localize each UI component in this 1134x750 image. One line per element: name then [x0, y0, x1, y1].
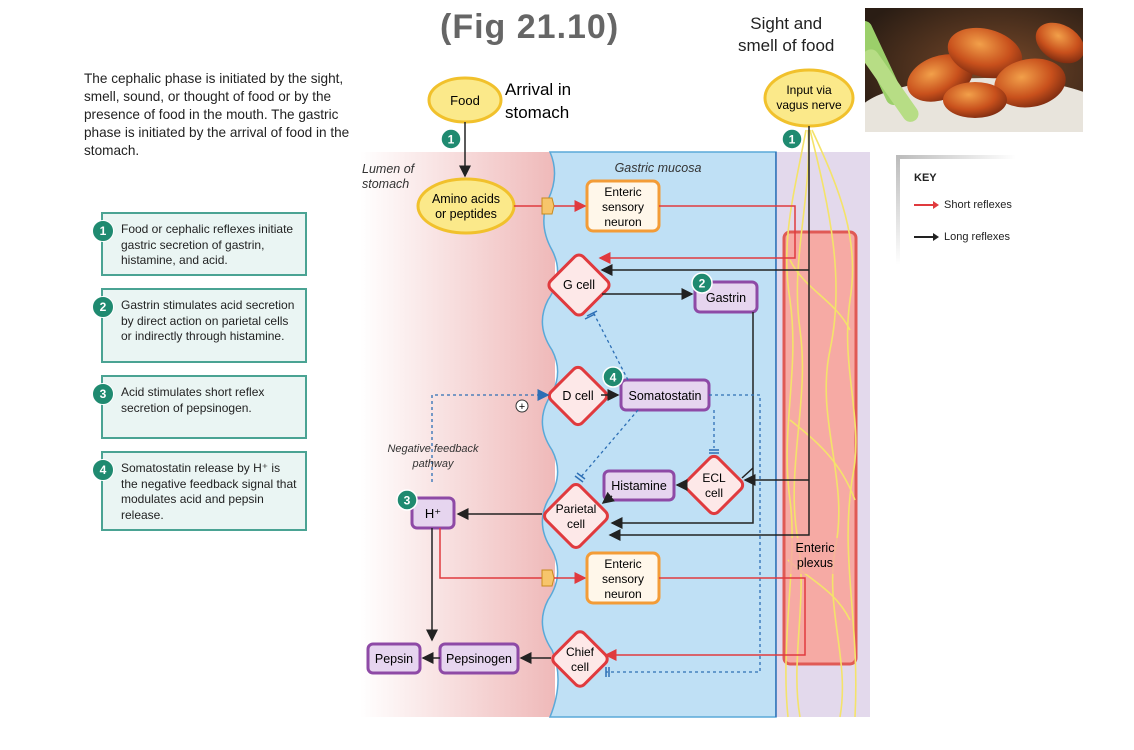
step-number-badge: 3 — [92, 383, 114, 405]
key-divider-vertical — [896, 155, 900, 265]
vagus-label-2: vagus nerve — [776, 98, 842, 112]
svg-text:1: 1 — [448, 133, 455, 147]
plus-symbol-circle — [515, 399, 529, 413]
step-text: Somatostatin release by H⁺ is the negati… — [121, 461, 297, 522]
lumen-label-1: Lumen of — [362, 162, 416, 176]
hplus-box — [410, 496, 456, 530]
key-row-long: Long reflexes — [914, 231, 1010, 243]
step-box-2: 2 Gastrin stimulates acid secretion by d… — [92, 288, 307, 363]
hplus-label: H⁺ — [425, 506, 441, 521]
badge-3-hplus: 3 — [396, 489, 418, 511]
enteric2-label-2: sensory — [602, 572, 644, 586]
amino-label-1: Amino acids — [432, 192, 500, 206]
key-divider — [896, 155, 1016, 159]
neg-feedback-label-2: pathway — [412, 458, 455, 470]
step-box-3: 3 Acid stimulates short reflex secretion… — [92, 375, 307, 439]
food-label: Food — [450, 93, 480, 108]
parietal-label-2: cell — [567, 517, 585, 531]
sight-line-2: smell of food — [738, 36, 835, 55]
gastrin-label: Gastrin — [706, 291, 746, 305]
g-cell-label: G cell — [563, 278, 595, 292]
d-cell-label: D cell — [562, 389, 593, 403]
plexus-label-bg — [789, 538, 841, 574]
badge-1-vagus: 1 — [781, 128, 803, 150]
food-photo-illustration — [865, 8, 1083, 132]
plus-symbol: + — [519, 401, 525, 413]
amino-acids-ellipse — [416, 177, 516, 235]
key-short-label: Short reflexes — [944, 199, 1012, 211]
step-text: Acid stimulates short reflex secretion o… — [121, 385, 265, 415]
key-title: KEY — [914, 172, 937, 184]
key-long-label: Long reflexes — [944, 231, 1011, 243]
step-number-badge: 1 — [92, 220, 114, 242]
step-number-badge: 4 — [92, 459, 114, 481]
gastrin-to-ecl-branch — [741, 467, 754, 479]
chief-cell-diamond — [551, 630, 609, 688]
svg-text:1: 1 — [789, 133, 796, 147]
intro-paragraph: The cephalic phase is initiated by the s… — [84, 71, 350, 158]
short-reflex-to-chief — [604, 577, 806, 661]
lumen-label-2: stomach — [362, 177, 409, 191]
hplus-to-receptor-line — [439, 528, 542, 579]
g-cell-diamond — [547, 253, 611, 317]
sight-line-1: Sight and — [750, 14, 823, 33]
svg-text:3: 3 — [404, 494, 411, 508]
enteric-plexus-box — [782, 230, 858, 666]
plexus-label-2: plexus — [797, 556, 833, 570]
vagus-label-1: Input via — [786, 83, 832, 97]
figure-title: (Fig 21.10) — [440, 8, 620, 46]
somatostatin-label: Somatostatin — [629, 389, 702, 403]
histamine-to-parietal-arrow — [601, 491, 615, 504]
gastrin-to-parietal-arrow — [610, 312, 754, 529]
ecl-label-1: ECL — [702, 471, 726, 485]
mucosa-label: Gastric mucosa — [615, 161, 702, 175]
ecl-label-2: cell — [705, 486, 723, 500]
black-arrow-icon — [914, 233, 939, 241]
plexus-label-1: Enteric — [796, 541, 835, 555]
chief-label-1: Chief — [566, 645, 595, 659]
chicken-wings-photo — [865, 8, 1083, 132]
svg-text:4: 4 — [610, 371, 617, 385]
arrival-label-2: stomach — [505, 103, 569, 122]
histamine-box — [602, 469, 676, 502]
key-row-short: Short reflexes — [914, 199, 1012, 211]
somatostatin-inhibition-paths — [431, 311, 761, 673]
badge-1-food: 1 — [440, 128, 462, 150]
short-reflex-to-gcell — [598, 205, 796, 264]
d-cell-diamond — [547, 365, 609, 427]
pepsin-label: Pepsin — [375, 652, 413, 666]
step-box-1: 1 Food or cephalic reflexes initiate gas… — [92, 212, 307, 276]
step-text: Food or cephalic reflexes initiate gastr… — [121, 222, 294, 267]
enteric2-label-1: Enteric — [604, 557, 641, 571]
histamine-label: Histamine — [611, 479, 667, 493]
step-number-badge: 2 — [92, 296, 114, 318]
enteric1-label-3: neuron — [604, 215, 641, 229]
ecl-cell-diamond — [683, 454, 745, 516]
arrival-label-1: Arrival in — [505, 80, 571, 99]
receptor-icon — [541, 197, 555, 215]
enteric1-label-2: sensory — [602, 200, 644, 214]
step-text: Gastrin stimulates acid secretion by dir… — [121, 298, 295, 343]
enteric2-label-3: neuron — [604, 587, 641, 601]
vagus-long-reflex — [608, 126, 810, 541]
pepsin-box — [366, 642, 422, 675]
amino-label-2: or peptides — [435, 207, 497, 221]
neg-feedback-label-1: Negative feedback — [387, 443, 479, 455]
receptor-icon-2 — [541, 569, 555, 587]
red-arrow-icon — [914, 201, 939, 209]
sight-smell-label: Sight and smell of food — [738, 13, 834, 57]
parietal-label-1: Parietal — [556, 502, 597, 516]
enteric1-label-1: Enteric — [604, 185, 641, 199]
pepsinogen-label: Pepsinogen — [446, 652, 512, 666]
inhibition-bars — [574, 310, 719, 677]
badge-4-somatostatin: 4 — [602, 366, 624, 388]
svg-text:2: 2 — [699, 277, 706, 291]
step-box-4: 4 Somatostatin release by H⁺ is the nega… — [92, 451, 307, 531]
lumen-region — [360, 152, 555, 717]
chief-label-2: cell — [571, 660, 589, 674]
parietal-cell-diamond — [543, 483, 609, 549]
badge-2-gastrin: 2 — [691, 272, 713, 294]
